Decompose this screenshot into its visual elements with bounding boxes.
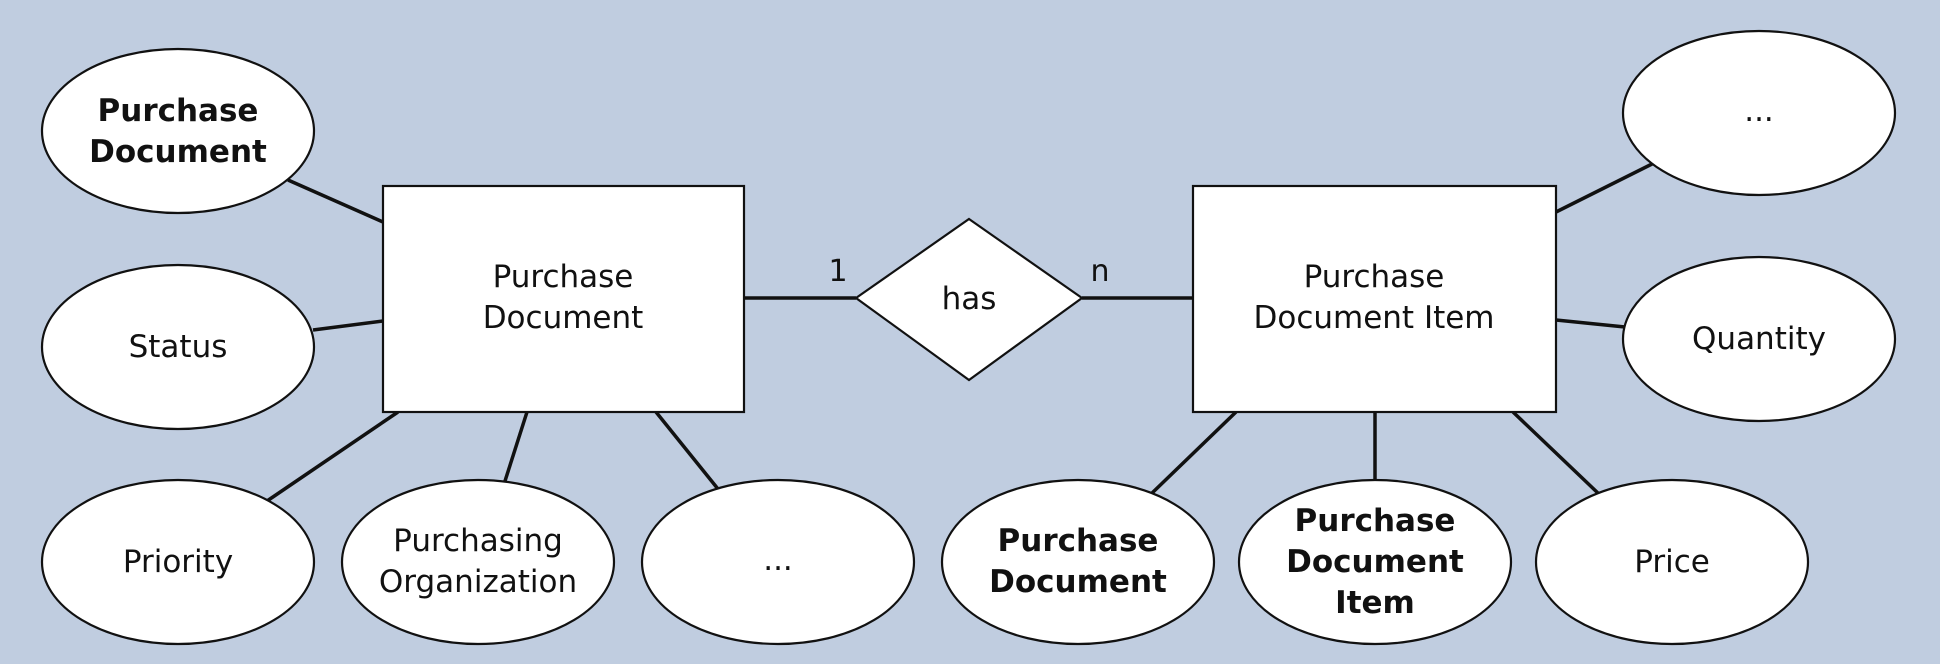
- attribute-quantity: Quantity: [1621, 255, 1897, 423]
- attribute-right-more: ...: [1621, 29, 1897, 197]
- attribute-left-more-label: ...: [763, 542, 793, 578]
- cardinality-many: n: [1090, 254, 1109, 289]
- attribute-left-more: ...: [640, 478, 916, 646]
- attribute-priority: Priority: [40, 478, 316, 646]
- attribute-item-key-doc-line2: Document: [989, 564, 1167, 600]
- cardinality-one: 1: [828, 254, 847, 289]
- edge-right-more: [1555, 161, 1655, 214]
- attribute-right-more-label: ...: [1744, 93, 1774, 129]
- attribute-quantity-label: Quantity: [1692, 321, 1826, 357]
- attribute-item-key-line3: Item: [1335, 585, 1415, 621]
- edge-status: [312, 319, 384, 332]
- attribute-purchasing-organization: Purchasing Organization: [340, 478, 616, 646]
- attribute-item-purchase-document-key: Purchase Document: [940, 478, 1216, 646]
- attribute-key-line2: Document: [89, 134, 267, 170]
- edge-key-doc: [1148, 410, 1238, 497]
- attribute-purchase-document-key: Purchase Document: [40, 47, 316, 215]
- attribute-purchase-document-item-key: Purchase Document Item: [1237, 478, 1513, 646]
- entity-purchase-document: Purchase Document: [381, 184, 746, 414]
- edge-key-attr: [287, 178, 384, 224]
- attribute-item-key-doc-line1: Purchase: [998, 523, 1159, 559]
- attribute-item-key-line1: Purchase: [1295, 503, 1456, 539]
- entity-item-label-line1: Purchase: [1304, 259, 1445, 295]
- edge-quantity: [1555, 318, 1626, 329]
- attribute-key-line1: Purchase: [98, 93, 259, 129]
- relationship-has: has: [854, 217, 1084, 382]
- edge-left-more: [654, 410, 720, 491]
- attribute-item-key-line2: Document: [1286, 544, 1464, 580]
- entity-purchase-document-label-line1: Purchase: [493, 259, 634, 295]
- attribute-purchasing-org-line1: Purchasing: [393, 523, 563, 559]
- attribute-price: Price: [1534, 478, 1810, 646]
- attribute-status: Status: [40, 263, 316, 431]
- edge-purchasing-org: [503, 411, 529, 482]
- connectors: [266, 161, 1655, 503]
- relationship-label: has: [942, 281, 997, 317]
- entity-purchase-document-label-line2: Document: [483, 300, 644, 336]
- edge-priority: [266, 410, 399, 503]
- attribute-price-label: Price: [1634, 544, 1710, 580]
- attribute-purchasing-org-line2: Organization: [379, 564, 577, 600]
- attribute-priority-label: Priority: [123, 544, 233, 580]
- attribute-status-label: Status: [129, 329, 228, 365]
- edge-price: [1511, 410, 1602, 497]
- entity-purchase-document-item: Purchase Document Item: [1191, 184, 1558, 414]
- entity-item-label-line2: Document Item: [1253, 300, 1494, 336]
